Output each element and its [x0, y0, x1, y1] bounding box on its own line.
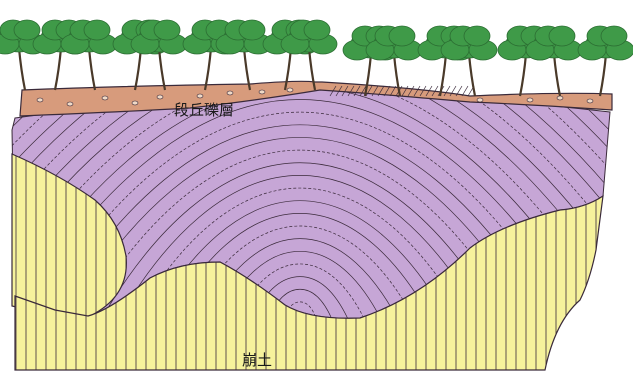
tree-trunk [205, 48, 211, 90]
tree-foliage [239, 20, 265, 40]
tree-trunk [440, 54, 446, 96]
pebble [67, 102, 73, 106]
tree-foliage [549, 26, 575, 46]
tree-trunk [520, 54, 526, 96]
tree-foliage [464, 26, 490, 46]
pebble [227, 91, 233, 95]
tree-foliage [389, 26, 415, 46]
tree-trunk [159, 48, 165, 90]
tree-trunk [554, 54, 560, 96]
tree-foliage [84, 20, 110, 40]
tree-trunk [19, 48, 25, 90]
tree-foliage [601, 26, 627, 46]
pebble [527, 98, 533, 102]
tree-trunk [55, 48, 61, 90]
gravel-hatch-line [462, 86, 468, 96]
tree-foliage [14, 20, 40, 40]
pebble [587, 99, 593, 103]
tree-trunk [89, 48, 95, 90]
tree-trunk [600, 54, 606, 96]
pebble [287, 88, 293, 92]
pebble [102, 96, 108, 100]
tree-foliage [154, 20, 180, 40]
pebble [557, 96, 563, 100]
pebble [259, 90, 265, 94]
pebble [37, 98, 43, 102]
pebble [132, 101, 138, 105]
pebble [477, 98, 483, 102]
tree-foliage [304, 20, 330, 40]
terrace-gravel-label: 段丘礫層 [174, 103, 234, 118]
tree-trunk [135, 48, 141, 90]
pebble [157, 95, 163, 99]
fill-soil-label: 崩土 [242, 353, 272, 368]
pebble [197, 94, 203, 98]
